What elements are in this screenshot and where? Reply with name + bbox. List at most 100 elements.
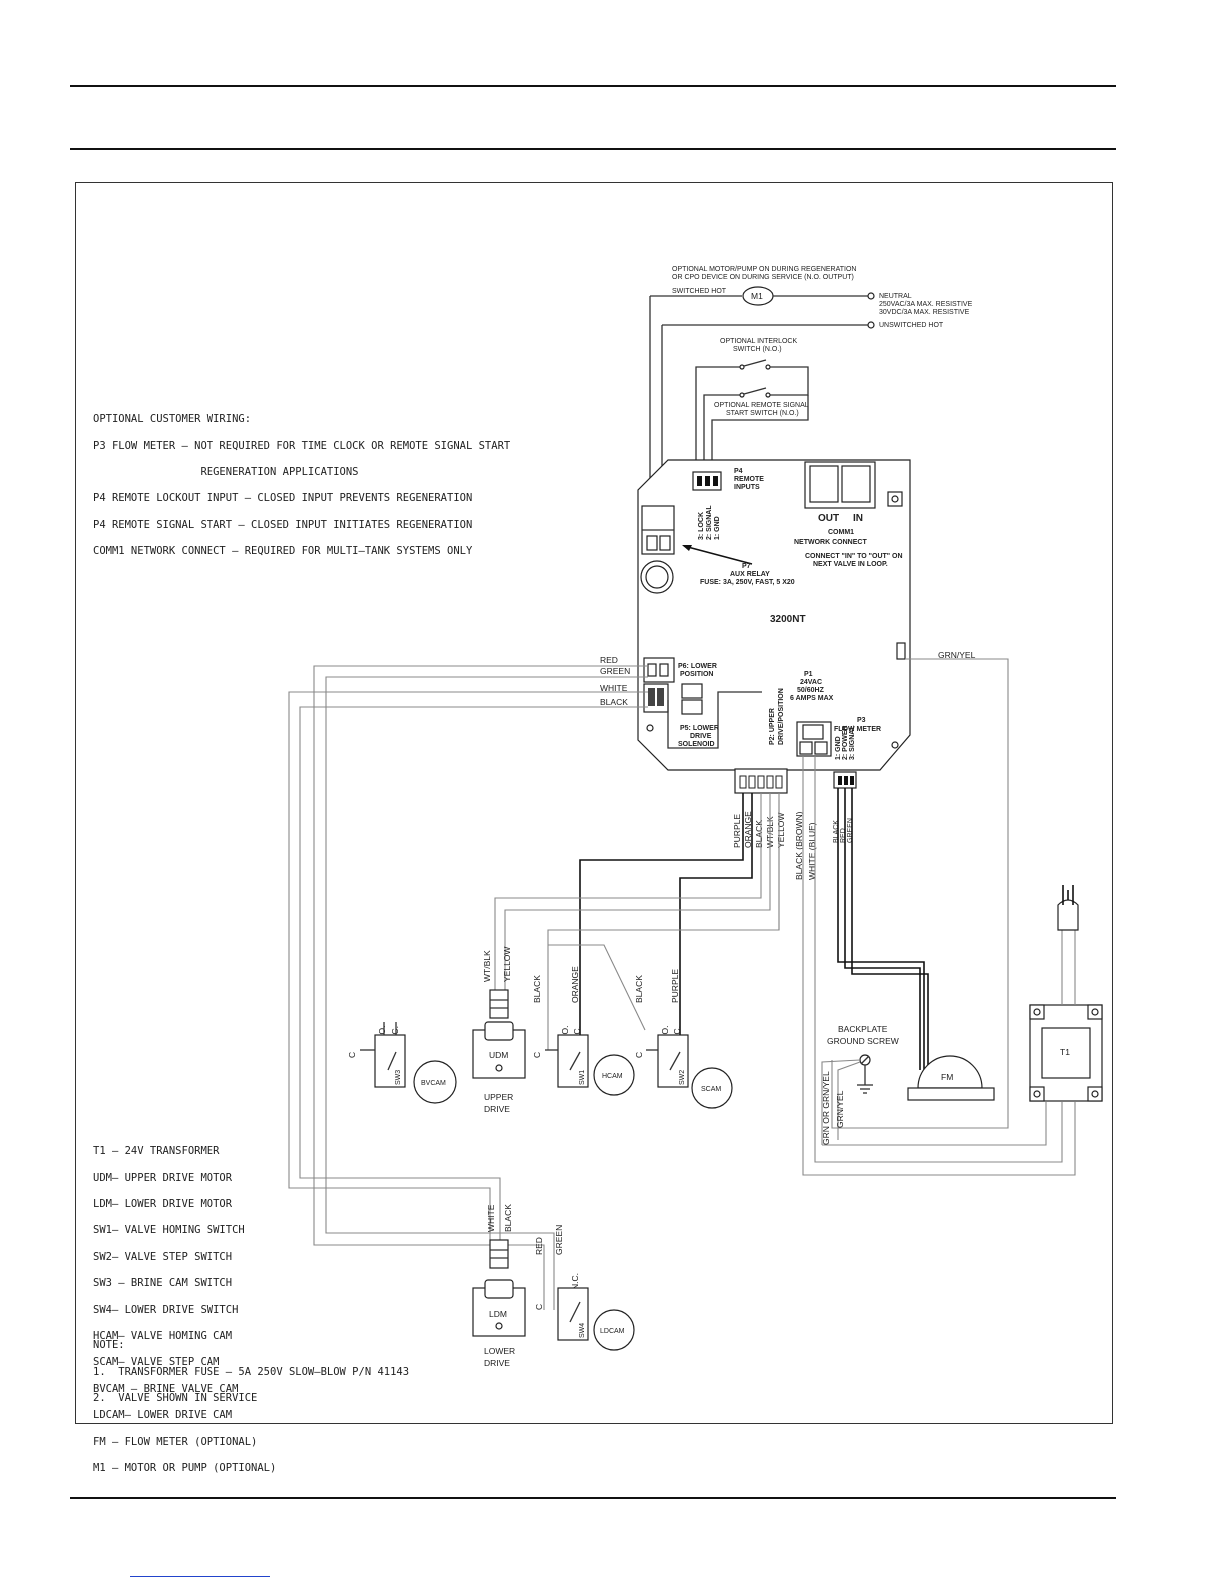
- legend-line: M1 – MOTOR OR PUMP (OPTIONAL): [93, 1462, 277, 1475]
- yellow-wire-a: [504, 793, 771, 990]
- p2-wire-label: YELLOW: [776, 813, 786, 848]
- unswitched-hot-terminal: [867, 321, 875, 329]
- t1-transformer-core: [1041, 1027, 1091, 1079]
- p3-sub: FLOW METER: [834, 726, 881, 733]
- sw4-c-label: C: [534, 1304, 544, 1310]
- ldm-gearbox: [484, 1279, 514, 1299]
- p1-latch: [802, 724, 824, 740]
- neutral-label: NEUTRAL: [879, 293, 912, 300]
- ground-screw-slot: [860, 1055, 870, 1065]
- udm-shaft: [495, 1064, 503, 1072]
- sw3-arm: [387, 1051, 397, 1071]
- sw2-purple-label: PURPLE: [670, 969, 680, 1003]
- p2-pin: [766, 775, 774, 789]
- ldm-wire-label: WHITE: [486, 1204, 496, 1232]
- grn-or-label: GRN OR GRN/YEL: [821, 1071, 831, 1145]
- p3-label: P3: [857, 717, 866, 724]
- wtblk-wire: [494, 793, 762, 990]
- interlock-switch-arm: [743, 359, 767, 367]
- customer-wiring-note: OPTIONAL CUSTOMER WIRING: P3 FLOW METER …: [93, 400, 510, 572]
- sw2-switch: [657, 1034, 689, 1088]
- legend-line: SW3 – BRINE CAM SWITCH: [93, 1277, 233, 1290]
- flow-meter-dome: [917, 1055, 983, 1089]
- p2-pin: [775, 775, 783, 789]
- p1-wire-label-blue: WHITE (BLUE): [807, 822, 817, 880]
- remote-wire-1: [703, 394, 740, 475]
- mount-hole: [646, 724, 654, 732]
- p7-pin: [659, 535, 671, 551]
- p3-pin-label: 3: SIGNAL: [849, 725, 856, 760]
- p2-wire-label: ORANGE: [743, 811, 753, 848]
- note-line: P4 REMOTE LOCKOUT INPUT – CLOSED INPUT P…: [93, 492, 473, 505]
- t1-mount-hole: [1091, 1090, 1099, 1098]
- p3-pin: [844, 776, 848, 785]
- p4-pin-label: 3: LOCK: [698, 512, 705, 540]
- p2-pin: [739, 775, 747, 789]
- p7-fuse: [645, 565, 669, 589]
- p4-pin: [705, 476, 710, 486]
- comm1-out-jack: [809, 465, 839, 503]
- p3-pin-label: 1: GND: [835, 736, 842, 760]
- legend-line: LDM– LOWER DRIVE MOTOR: [93, 1198, 233, 1211]
- remote-contact: [765, 392, 771, 398]
- ground-lead-1: [821, 1059, 861, 1145]
- hcam-label: HCAM: [602, 1073, 623, 1080]
- sw3-no-label: N.O.: [377, 1026, 387, 1043]
- legend-line: SW1– VALVE HOMING SWITCH: [93, 1224, 245, 1237]
- legend-line: T1 – 24V TRANSFORMER: [93, 1145, 220, 1158]
- p4-sub2: INPUTS: [734, 484, 760, 491]
- wire-label-green: GREEN: [600, 666, 630, 676]
- remote-label-1: OPTIONAL REMOTE SIGNAL: [714, 402, 809, 409]
- p2-label-2: DRIVE/POSITION: [778, 688, 785, 745]
- mount-hole: [891, 741, 899, 749]
- interlock-contact: [765, 364, 771, 370]
- flow-meter-base: [907, 1087, 995, 1101]
- p4-pin-label: 1: GND: [714, 516, 721, 540]
- sw4-nc-label: N.C.: [570, 1273, 580, 1290]
- power-wire-brown: [802, 756, 1076, 1176]
- p1-label-4: 6 AMPS MAX: [790, 695, 834, 702]
- p1-wire-label-brown: BLACK (BROWN): [794, 811, 804, 880]
- power-plug-icon: [1057, 899, 1079, 931]
- fuse-note: NOTE: 1. TRANSFORMER FUSE – 5A 250V SLOW…: [93, 1326, 409, 1418]
- ldm-connector: [489, 1239, 509, 1269]
- p3-pin: [850, 776, 854, 785]
- fm-red-wire: [844, 788, 921, 1070]
- sw4-arm: [569, 1301, 581, 1323]
- legend-line: UDM– UPPER DRIVE MOTOR: [93, 1171, 233, 1184]
- orange-wire: [679, 793, 753, 1050]
- p5-solenoid-block: [681, 683, 703, 699]
- sw4-switch: [557, 1287, 589, 1341]
- ground-tab: [896, 642, 906, 660]
- p3-pin: [838, 776, 842, 785]
- red-wire: [313, 665, 648, 1310]
- comm1-note-1: CONNECT "IN" TO "OUT" ON: [805, 553, 903, 560]
- sw1-no-label: N.O.: [560, 1026, 570, 1043]
- remote-switch-arm: [743, 387, 767, 395]
- fm-black-wire: [837, 788, 925, 1070]
- note-line: P4 REMOTE SIGNAL START – CLOSED INPUT IN…: [93, 518, 473, 531]
- unswitched-hot-label: UNSWITCHED HOT: [879, 322, 944, 329]
- switch-common-wire: [770, 366, 809, 396]
- black-wire: [299, 706, 648, 1240]
- note-line: REGENERATION APPLICATIONS: [93, 466, 359, 479]
- p4-sub: REMOTE: [734, 476, 764, 483]
- comm1-label: COMM1: [828, 529, 854, 536]
- sw4-label: SW4: [579, 1323, 586, 1338]
- p5-trace: [667, 691, 762, 749]
- p7-pointer-arrow: [683, 545, 753, 565]
- p1-label: P1: [804, 671, 813, 678]
- remote-label-2: START SWITCH (N.O.): [726, 410, 799, 417]
- sw2-c-label: C: [634, 1052, 644, 1058]
- m1-label: M1: [751, 291, 763, 301]
- grn-yel-lead-label: GRN/YEL: [835, 1090, 845, 1128]
- sw3-label: SW3: [395, 1070, 402, 1085]
- note-line: 1. TRANSFORMER FUSE – 5A 250V SLOW–BLOW …: [93, 1365, 410, 1378]
- ldcam: [593, 1309, 635, 1351]
- sw1-c-label: C: [532, 1052, 542, 1058]
- footer-link-underline[interactable]: [130, 1576, 270, 1577]
- header-bottom-rule: [70, 148, 1116, 150]
- grn-yel-label: GRN/YEL: [938, 650, 976, 660]
- p4-pin: [697, 476, 702, 486]
